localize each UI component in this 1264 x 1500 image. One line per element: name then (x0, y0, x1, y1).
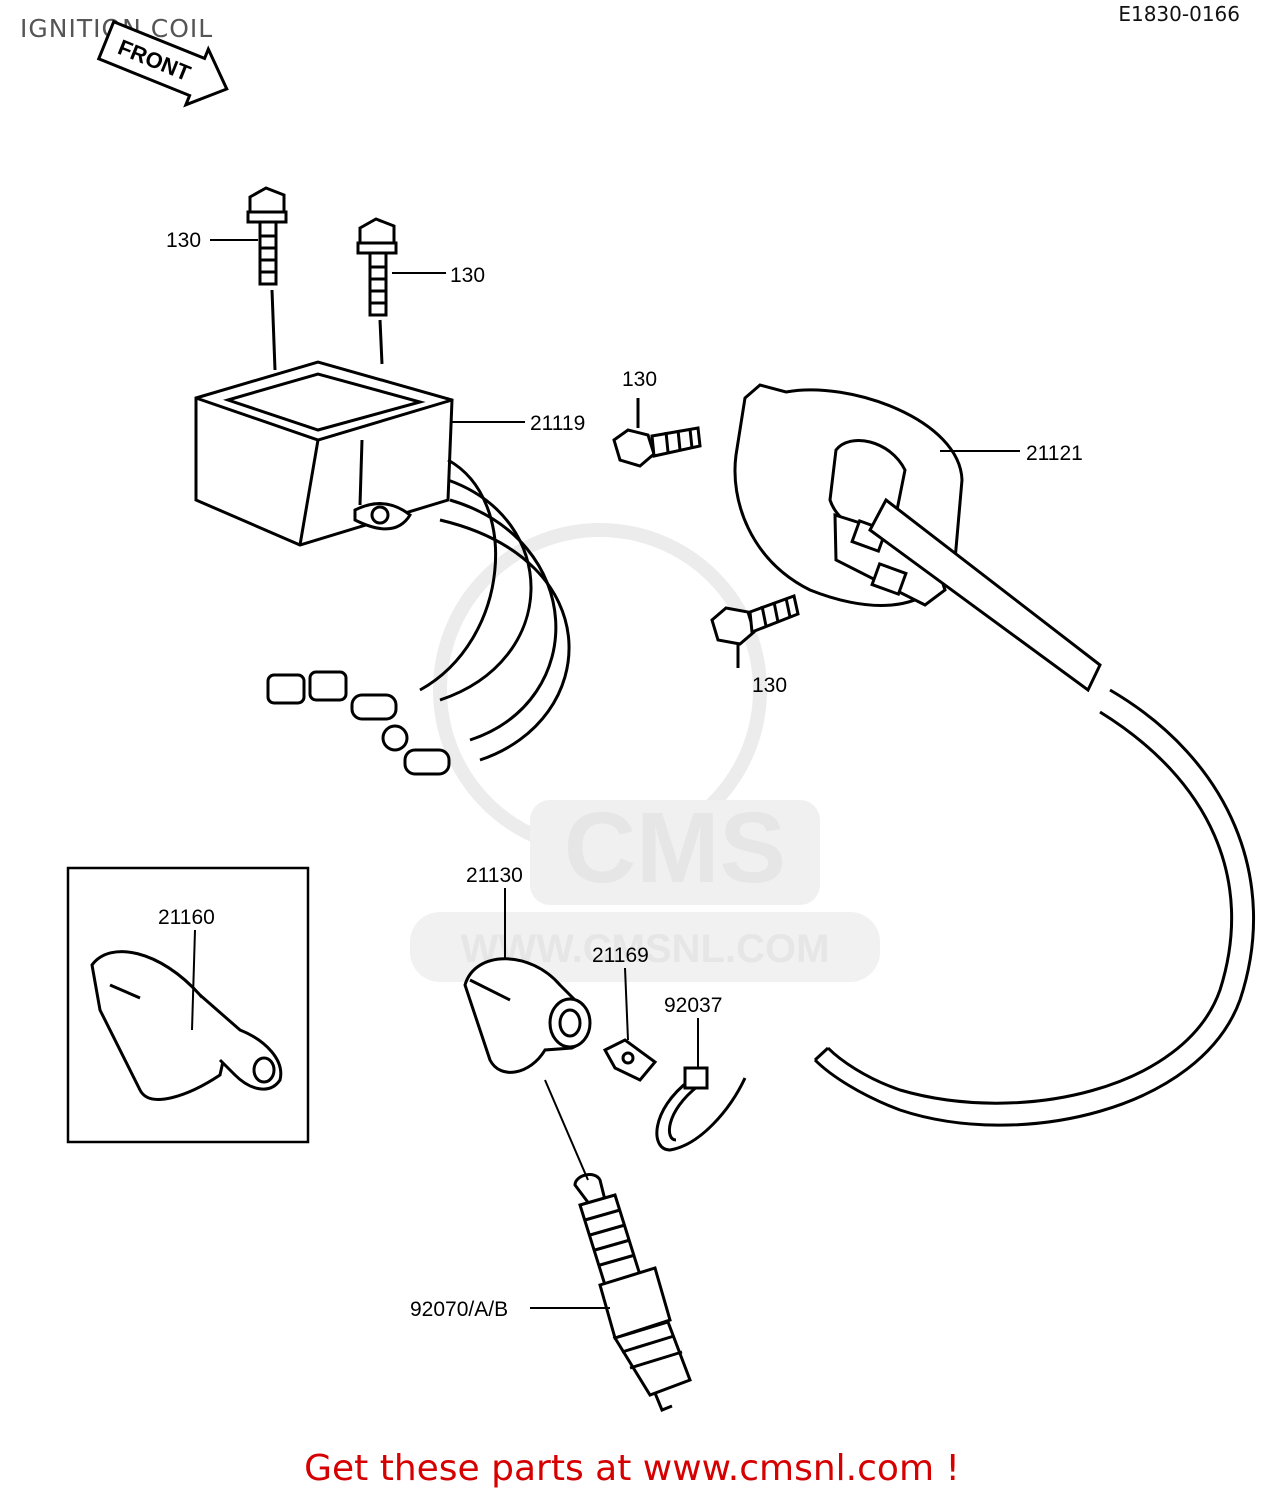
ignition-coil-21121 (733, 383, 1102, 693)
callout-21121: 21121 (1026, 442, 1083, 465)
callout-130-mid: 130 (622, 368, 657, 391)
callout-92037: 92037 (664, 994, 722, 1017)
watermark-logo: CMS (564, 792, 786, 904)
leader-lines (191, 239, 1020, 1309)
callout-21160: 21160 (158, 906, 215, 929)
bolt-130-top-right (356, 217, 398, 365)
bolt-130-lower (710, 594, 800, 668)
igniter-wire-harness (266, 458, 571, 776)
callout-21119: 21119 (530, 412, 585, 435)
igniter-21119 (194, 360, 454, 547)
clip-21169 (602, 1038, 658, 1082)
spark-plug-cap-21130 (463, 957, 592, 1074)
bolt-130-top-left (246, 186, 288, 371)
diagram-code: E1830-0166 (1118, 2, 1240, 26)
spark-plug-cap-21160-box (66, 866, 310, 1144)
spark-plug-92070 (573, 1173, 692, 1412)
cable-band-92037 (655, 1066, 747, 1152)
callout-21169: 21169 (592, 944, 649, 967)
front-arrow-icon: FRONT (96, 19, 229, 108)
high-tension-lead (813, 688, 1255, 1127)
callout-130-top-right: 130 (450, 264, 485, 287)
bolt-130-mid (612, 398, 702, 468)
cms-watermark: CMS WWW.CMSNL.COM (410, 523, 880, 982)
footer-link[interactable]: Get these parts at www.cmsnl.com ! (304, 1448, 960, 1489)
callout-130-top-left: 130 (166, 229, 201, 252)
callout-21130: 21130 (466, 864, 523, 887)
callout-92070: 92070/A/B (410, 1298, 508, 1321)
callout-130-lower: 130 (752, 674, 787, 697)
